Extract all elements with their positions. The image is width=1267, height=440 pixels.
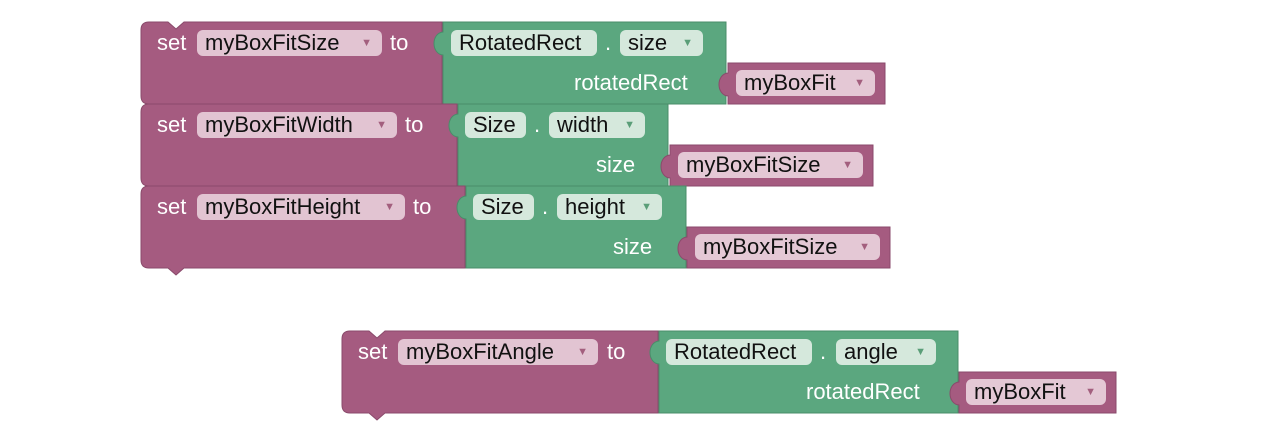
class-name: Size [481, 194, 524, 219]
dropdown-triangle-icon: ▼ [641, 201, 652, 213]
property-dropdown-width[interactable]: width ▼ [549, 112, 645, 138]
class-name: Size [473, 112, 516, 137]
variable-dropdown-myboxfitheight[interactable]: myBoxFitHeight ▼ [197, 194, 405, 220]
variable-name: myBoxFitSize [205, 30, 340, 55]
variable-dropdown-myboxfit[interactable]: myBoxFit ▼ [736, 70, 875, 96]
dot-label: . [534, 112, 541, 137]
param-label-rotatedrect: rotatedRect [574, 70, 688, 95]
dropdown-triangle-icon: ▼ [915, 346, 926, 358]
property-name: angle [844, 339, 898, 364]
class-dropdown-size[interactable]: Size [473, 194, 534, 220]
property-name: width [557, 112, 609, 137]
class-dropdown-rotatedrect[interactable]: RotatedRect [451, 30, 597, 56]
to-label: to [390, 30, 409, 55]
param-label-size: size [613, 234, 653, 259]
variable-dropdown-myboxfitwidth[interactable]: myBoxFitWidth ▼ [197, 112, 397, 138]
dot-label: . [605, 30, 612, 55]
param-label-rotatedrect: rotatedRect [806, 379, 920, 404]
dropdown-triangle-icon: ▼ [682, 37, 693, 49]
class-dropdown-size[interactable]: Size [465, 112, 526, 138]
variable-name: myBoxFitSize [703, 234, 838, 259]
property-dropdown-height[interactable]: height ▼ [557, 194, 662, 220]
to-label: to [413, 194, 432, 219]
variable-name: myBoxFitHeight [205, 194, 361, 219]
class-dropdown-rotatedrect[interactable]: RotatedRect [666, 339, 812, 365]
set-label: set [157, 194, 187, 219]
to-label: to [405, 112, 424, 137]
class-name: RotatedRect [674, 339, 797, 364]
dot-label: . [820, 339, 827, 364]
dropdown-triangle-icon: ▼ [577, 346, 588, 358]
dropdown-triangle-icon: ▼ [361, 37, 372, 49]
dropdown-triangle-icon: ▼ [859, 241, 870, 253]
dropdown-triangle-icon: ▼ [376, 119, 387, 131]
property-name: size [628, 30, 668, 55]
dropdown-triangle-icon: ▼ [1085, 386, 1096, 398]
param-label-size: size [596, 152, 636, 177]
variable-name: myBoxFitWidth [205, 112, 353, 137]
dot-label: . [542, 194, 549, 219]
set-label: set [157, 30, 187, 55]
variable-dropdown-myboxfitsize[interactable]: myBoxFitSize ▼ [695, 234, 880, 260]
to-label: to [607, 339, 626, 364]
property-dropdown-angle[interactable]: angle ▼ [836, 339, 936, 365]
dropdown-triangle-icon: ▼ [854, 77, 865, 89]
variable-dropdown-myboxfitangle[interactable]: myBoxFitAngle ▼ [398, 339, 598, 365]
property-dropdown-size[interactable]: size ▼ [620, 30, 703, 56]
variable-dropdown-myboxfit[interactable]: myBoxFit ▼ [966, 379, 1106, 405]
set-label: set [358, 339, 388, 364]
variable-dropdown-myboxfitsize[interactable]: myBoxFitSize ▼ [197, 30, 382, 56]
variable-name: myBoxFit [974, 379, 1066, 404]
dropdown-triangle-icon: ▼ [842, 159, 853, 171]
variable-name: myBoxFit [744, 70, 836, 95]
variable-name: myBoxFitAngle [406, 339, 554, 364]
variable-dropdown-myboxfitsize[interactable]: myBoxFitSize ▼ [678, 152, 863, 178]
dropdown-triangle-icon: ▼ [384, 201, 395, 213]
class-name: RotatedRect [459, 30, 582, 55]
set-label: set [157, 112, 187, 137]
dropdown-triangle-icon: ▼ [624, 119, 635, 131]
variable-name: myBoxFitSize [686, 152, 821, 177]
property-name: height [565, 194, 625, 219]
